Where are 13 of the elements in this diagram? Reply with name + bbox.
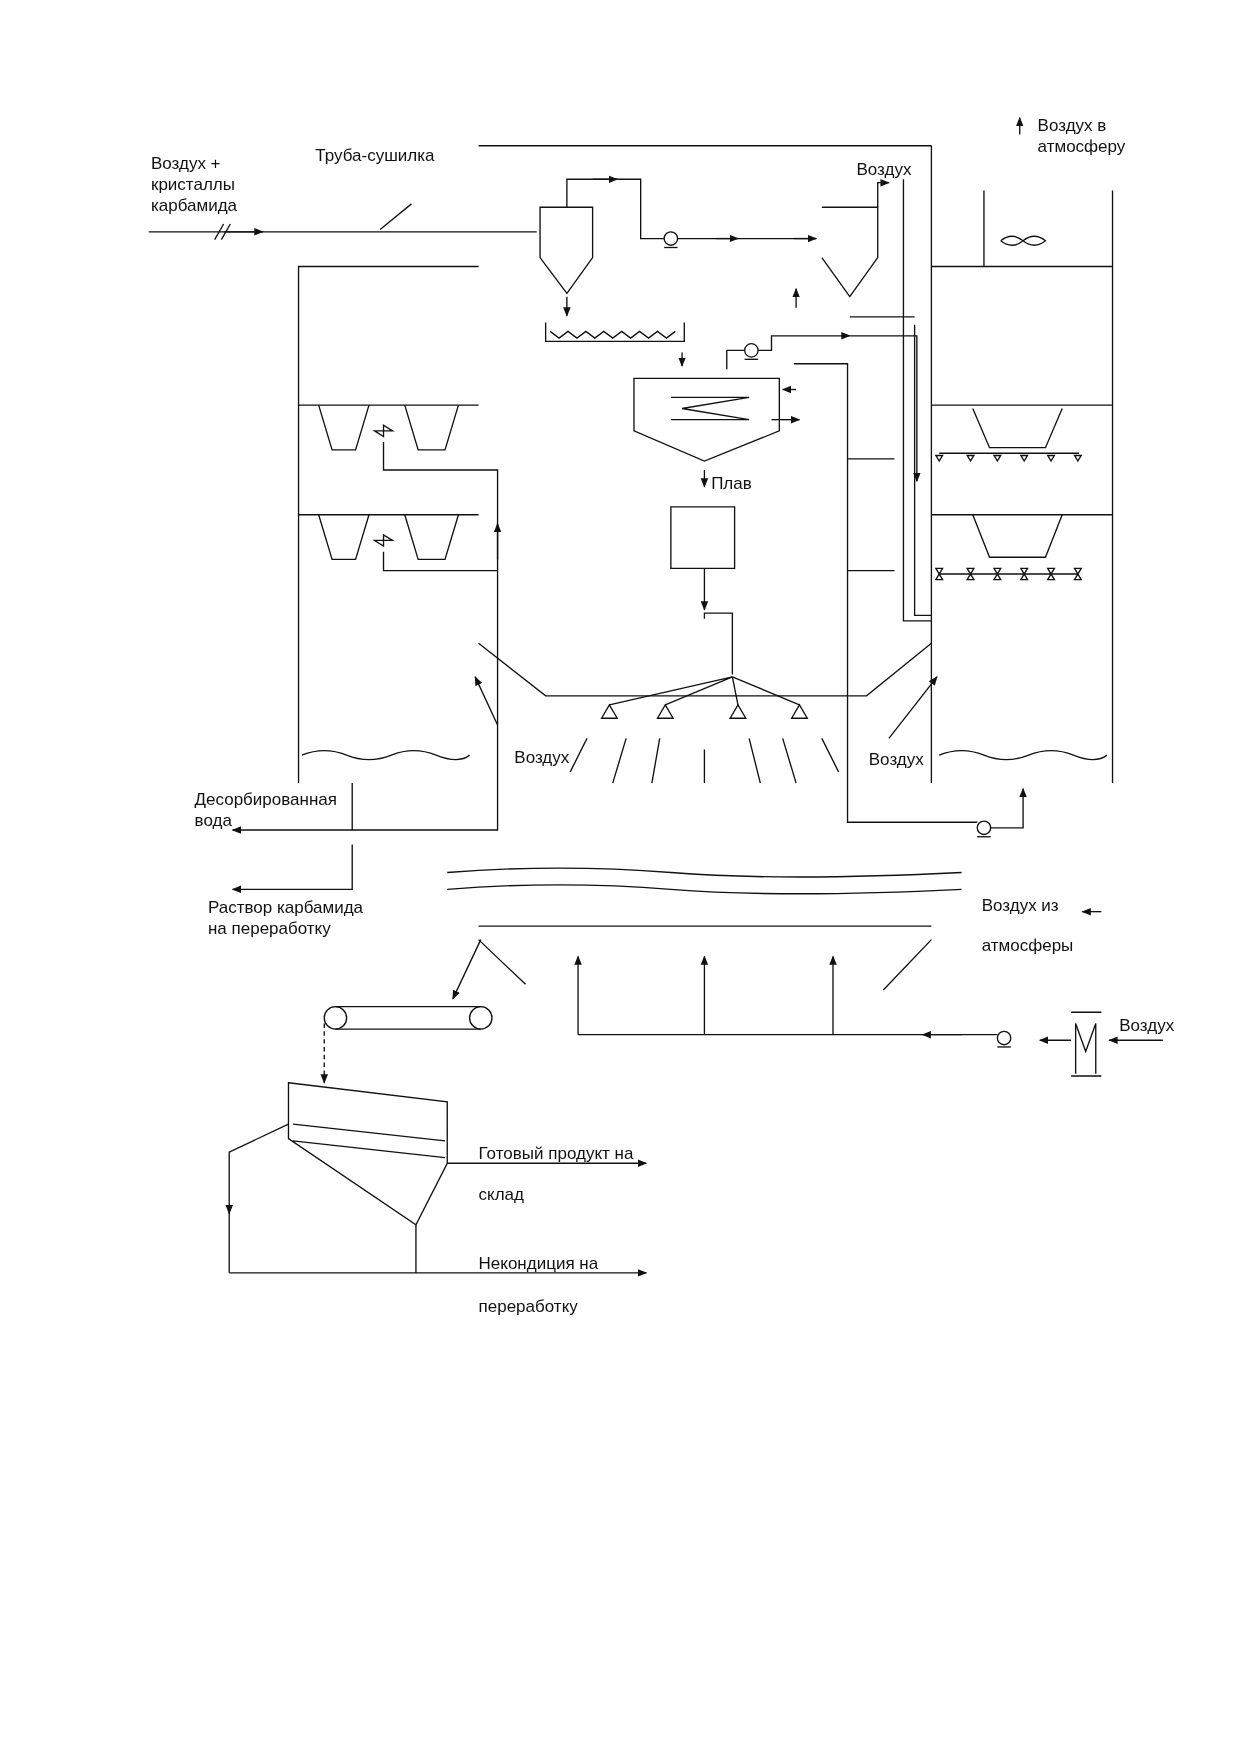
stream-label: Раствор карбамида на переработку bbox=[207, 896, 365, 939]
stream-label: Десорбированная вода bbox=[194, 789, 338, 832]
stream-label: Готовый продукт на склад bbox=[478, 1142, 635, 1207]
stream-label: Воздух в атмосферу bbox=[1037, 115, 1127, 158]
stream-label: Воздух bbox=[514, 746, 571, 768]
stream-label: Воздух bbox=[868, 749, 925, 771]
stream-label: Воздух bbox=[856, 158, 913, 180]
stream-label: Плав bbox=[711, 472, 753, 494]
stream-label: Труба-сушилка bbox=[315, 145, 436, 167]
stream-label: Воздух из атмосферы bbox=[981, 894, 1075, 957]
stream-label: Воздух + кристаллы карбамида bbox=[150, 153, 239, 217]
stream-label: Некондиция на переработку bbox=[478, 1253, 600, 1318]
stream-label: Воздух bbox=[1119, 1015, 1176, 1037]
